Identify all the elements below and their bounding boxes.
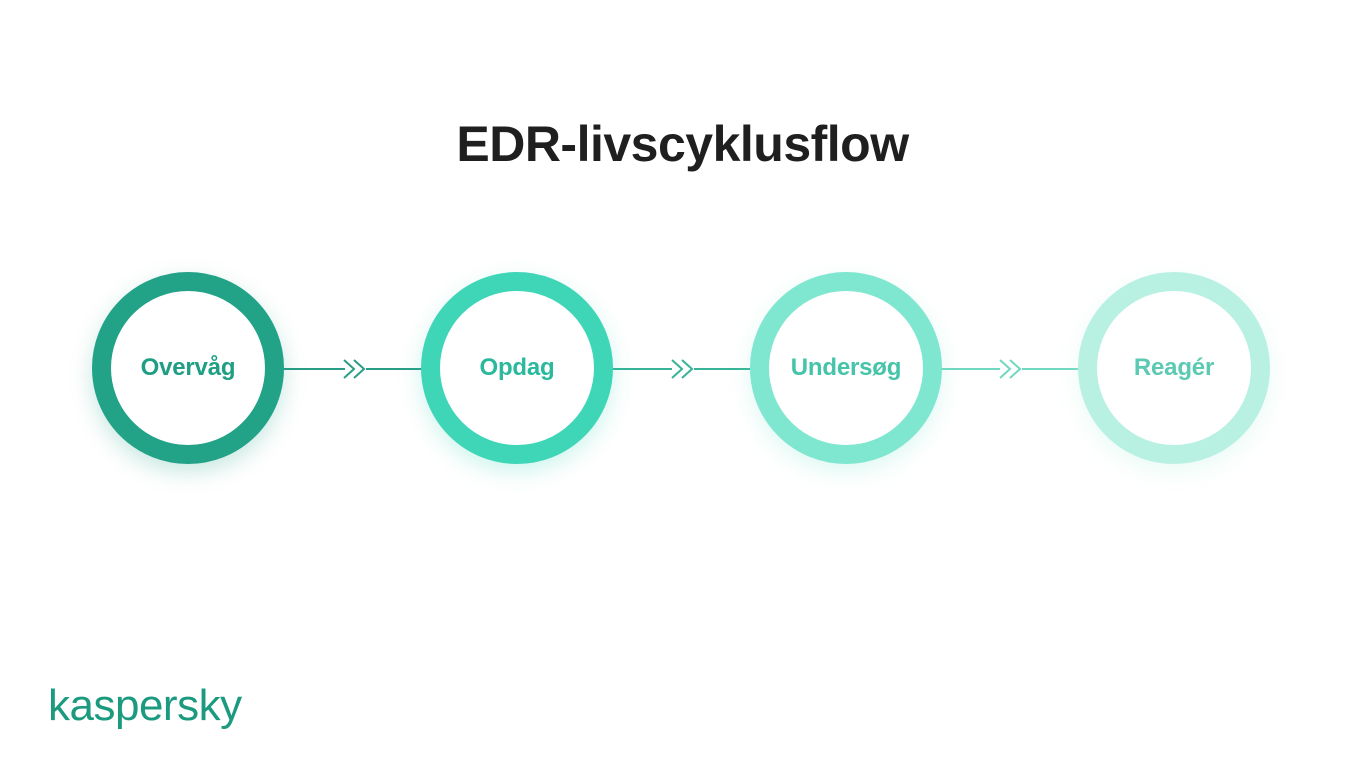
step-respond: Reagér bbox=[1078, 272, 1270, 464]
connector-line-2 bbox=[612, 368, 672, 370]
step-label: Overvåg bbox=[140, 354, 236, 381]
double-chevron-right-icon bbox=[342, 357, 368, 381]
connector-line-1b bbox=[366, 368, 426, 370]
step-monitor: Overvåg bbox=[92, 272, 284, 464]
connector-line-1 bbox=[283, 368, 345, 370]
kaspersky-logo: kaspersky bbox=[48, 681, 242, 730]
connector-line-2b bbox=[694, 368, 754, 370]
step-label: Opdag bbox=[479, 354, 555, 381]
double-chevron-right-icon bbox=[998, 357, 1024, 381]
step-label: Reagér bbox=[1133, 354, 1215, 381]
connector-line-3 bbox=[940, 368, 1000, 370]
step-label: Undersøg bbox=[790, 354, 902, 381]
step-detect: Opdag bbox=[421, 272, 613, 464]
connector-line-3b bbox=[1022, 368, 1082, 370]
diagram-title: EDR-livscyklusflow bbox=[456, 116, 909, 172]
double-chevron-right-icon bbox=[670, 357, 696, 381]
step-investigate: Undersøg bbox=[750, 272, 942, 464]
